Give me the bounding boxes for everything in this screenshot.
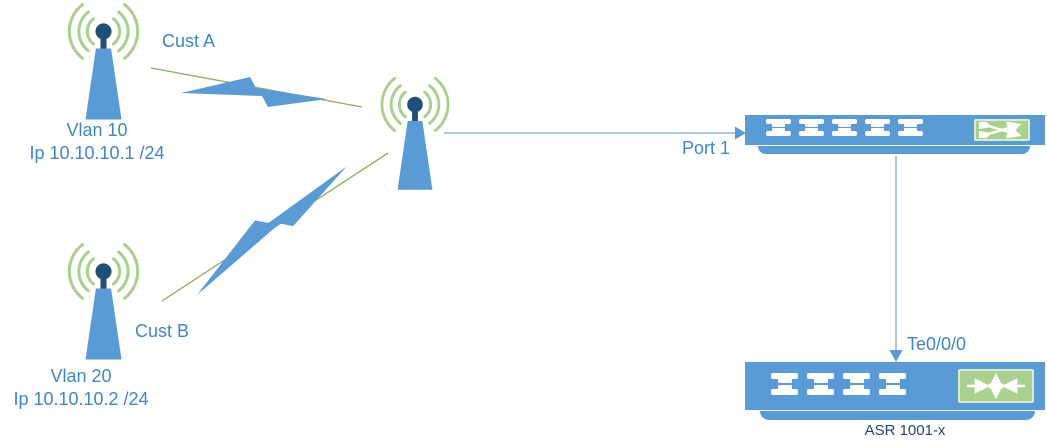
cust-b-vlan-label: Vlan 20 (50, 366, 112, 386)
switch-port-icon (832, 119, 857, 136)
wireless-path-line-cust-a (150, 67, 363, 108)
cust-a-label: Cust A (162, 31, 216, 51)
router-port-icon (843, 373, 870, 395)
wireless-path-line-cust-b (161, 152, 389, 302)
router-port-icon (771, 373, 798, 395)
switch-port-icon (898, 119, 923, 136)
switch-port-icon (799, 119, 824, 136)
switch-device (745, 115, 1045, 145)
arrowhead-icon-te000 (889, 350, 903, 362)
te000-interface-label: Te0/0/0 (907, 334, 967, 354)
switch-base (758, 146, 1030, 154)
cust-a-vlan-label: Vlan 10 (66, 120, 128, 140)
lightning-bolt-icon-cust-b (197, 166, 347, 295)
antenna-icon-central (380, 77, 450, 190)
router-name-label: ASR 1001-x (864, 422, 946, 439)
cust-a-ip-label: Ip 10.10.10.1 /24 (29, 143, 165, 163)
cust-b-label: Cust B (135, 321, 190, 341)
antenna-icon-cust-a (67, 3, 140, 120)
router-port-icon (879, 373, 906, 395)
switch-ports (766, 119, 923, 136)
switch-crossed-arrows-icon (974, 119, 1030, 141)
router-base (760, 411, 1035, 420)
cust-b-ip-label: Ip 10.10.10.2 /24 (13, 389, 149, 409)
antenna-icon-cust-b (67, 243, 140, 360)
router-arrows-icon (958, 369, 1034, 403)
router-device (745, 362, 1045, 410)
router-ports (771, 373, 906, 395)
switch-port-icon (865, 119, 890, 136)
router-port-icon (807, 373, 834, 395)
switch-port-icon (766, 119, 791, 136)
lightning-bolt-icon-cust-a (181, 77, 327, 107)
port1-label: Port 1 (682, 138, 731, 158)
